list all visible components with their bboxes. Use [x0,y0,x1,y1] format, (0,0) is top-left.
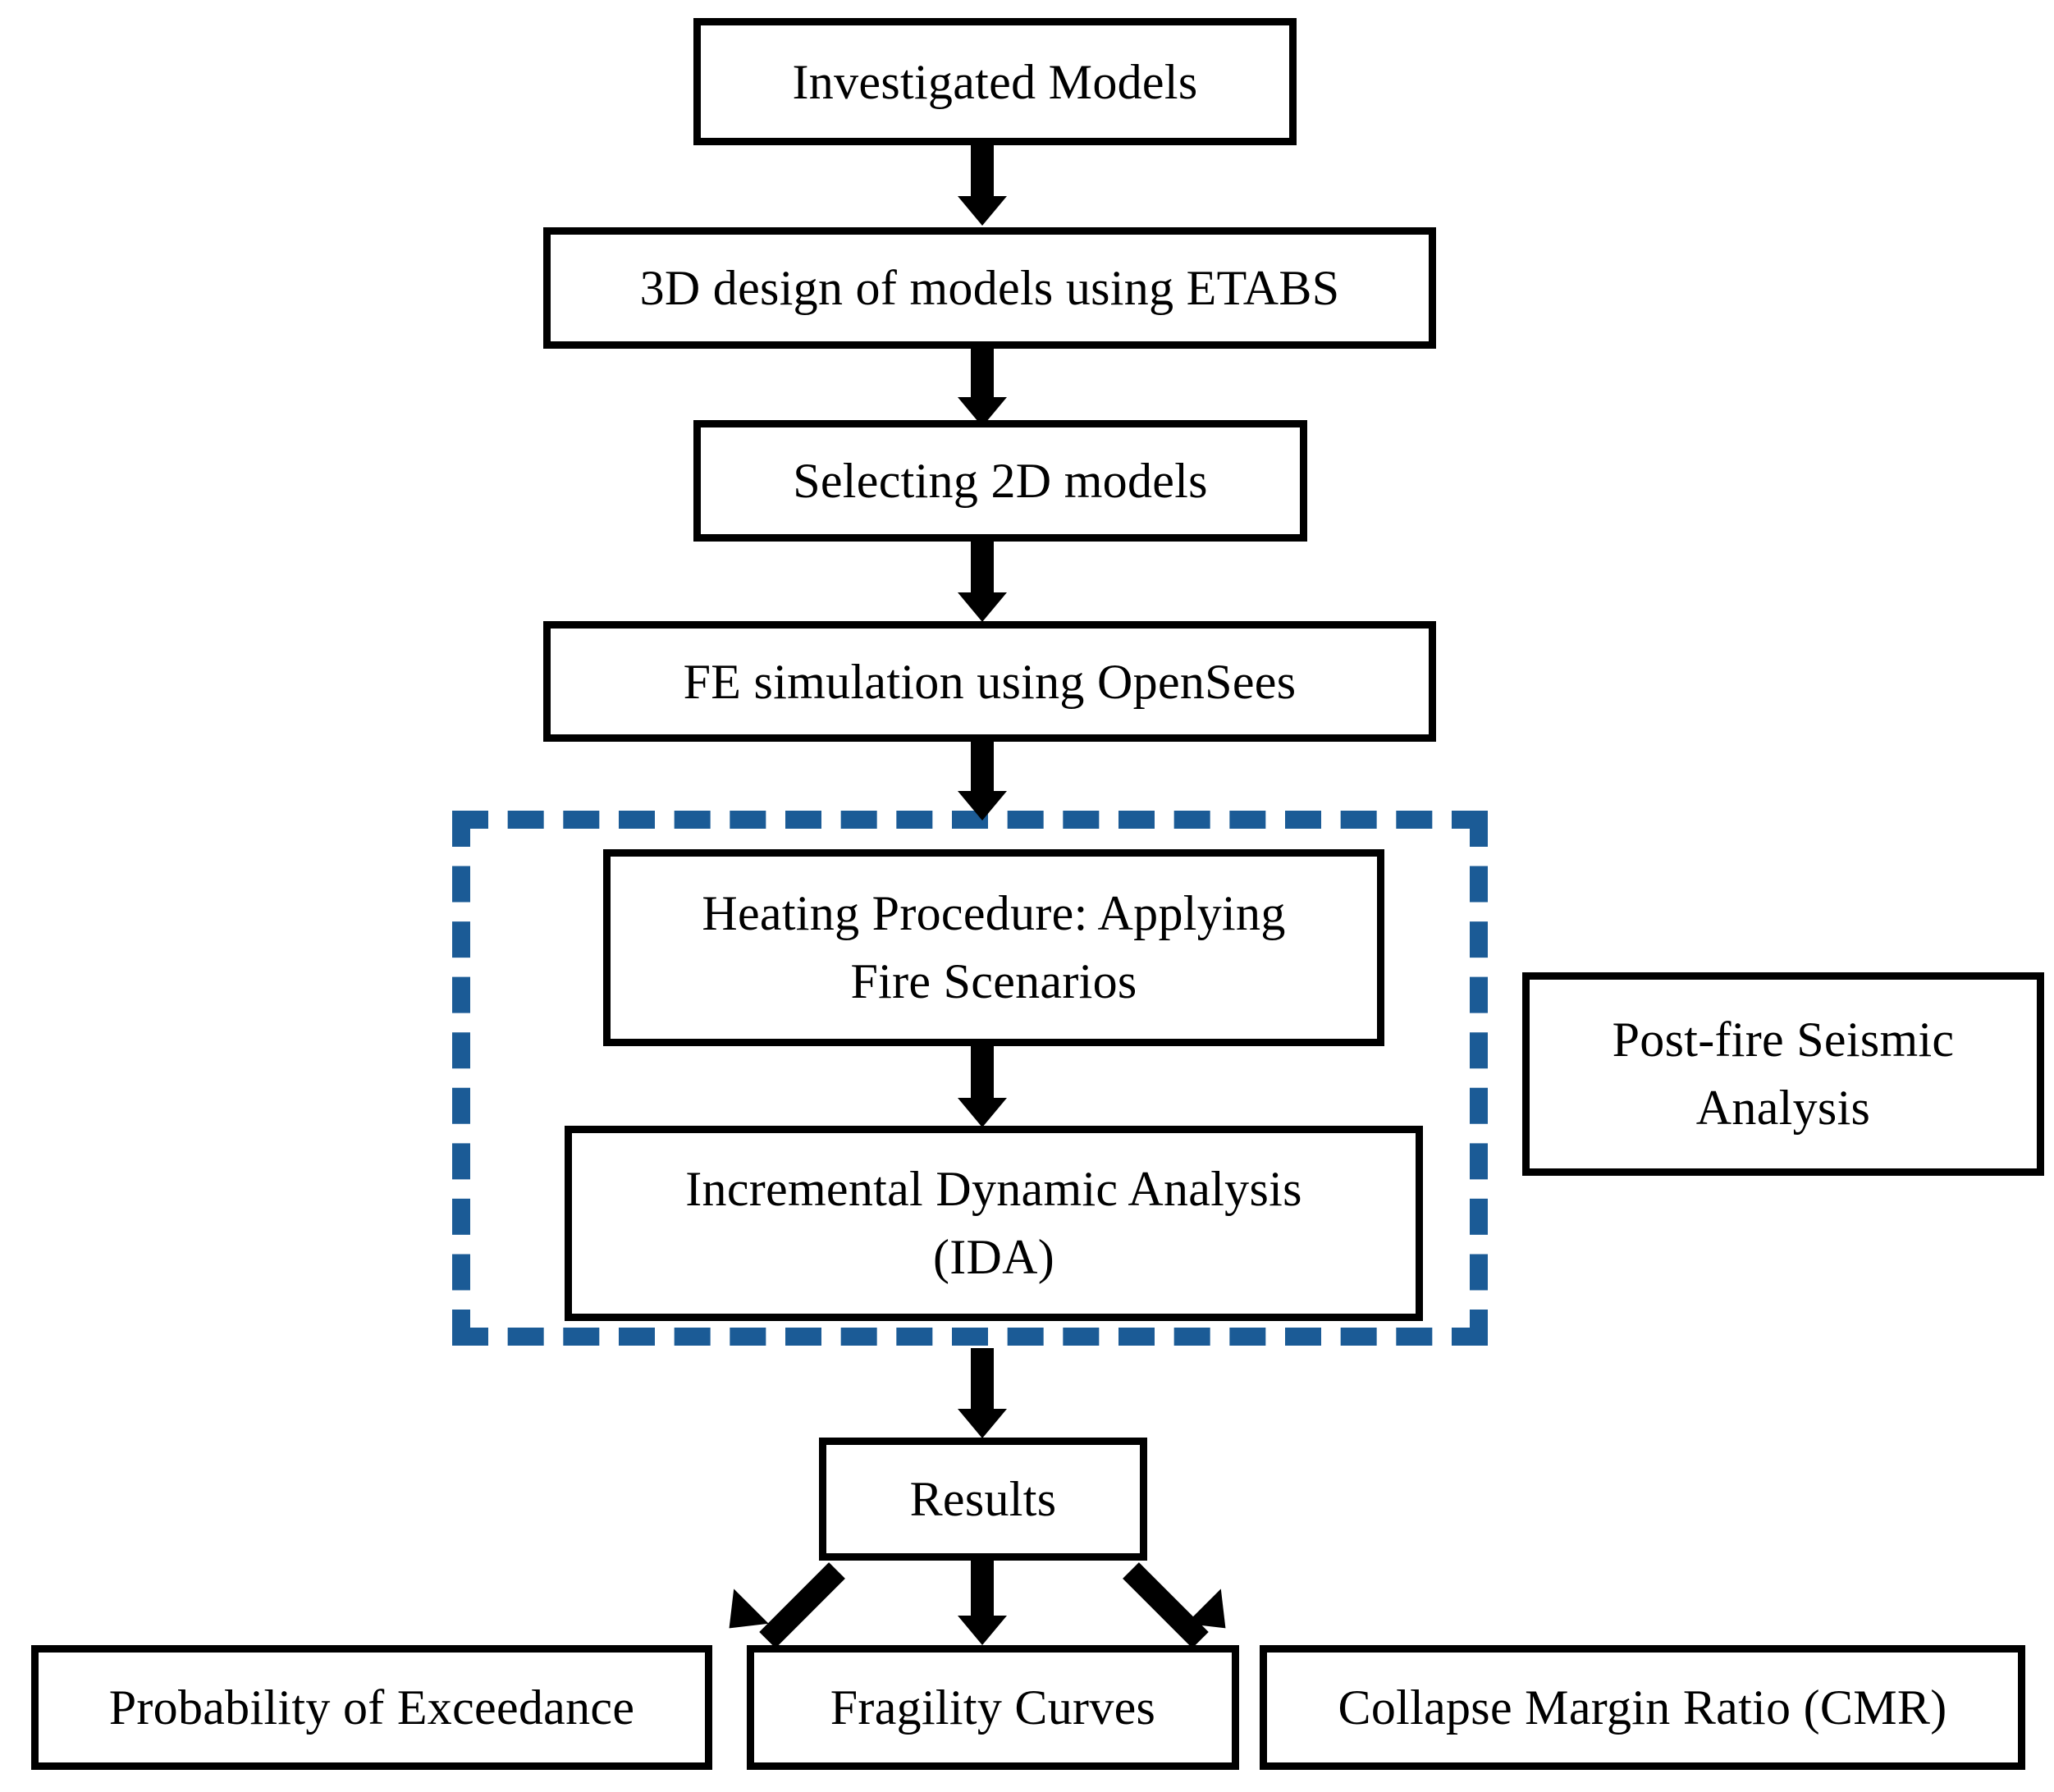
arrow-investigated-to-3d [957,145,1008,226]
node-post-fire-line2: Analysis [1695,1081,1871,1135]
arrow-fe-to-heating [957,742,1008,821]
node-collapse-margin-ratio-label: Collapse Margin Ratio (CMR) [1338,1680,1947,1735]
arrow-head [958,1616,1007,1645]
arrow-3d-to-select2d [957,349,1008,427]
arrow-shaft [1123,1562,1209,1648]
arrow-shaft [971,1561,994,1617]
arrow-heating-to-ida [957,1046,1008,1127]
node-investigated-models: Investigated Models [693,18,1297,145]
node-fragility-curves-label: Fragility Curves [830,1680,1156,1735]
arrow-shaft [971,742,994,793]
node-selecting-2d-models: Selecting 2D models [693,420,1307,542]
node-incremental-dynamic-analysis: Incremental Dynamic Analysis (IDA) [565,1126,1423,1321]
node-post-fire-seismic-analysis: Post-fire Seismic Analysis [1522,972,2044,1176]
arrow-head [958,791,1007,821]
arrow-shaft [971,349,994,400]
arrow-head [958,196,1007,226]
node-heating-procedure-line2: Fire Scenarios [850,954,1137,1008]
node-probability-of-exceedance-label: Probability of Exceedance [108,1680,635,1735]
node-ida-line1: Incremental Dynamic Analysis [685,1162,1302,1217]
node-collapse-margin-ratio: Collapse Margin Ratio (CMR) [1260,1645,2025,1770]
arrow-head [958,1098,1007,1127]
node-investigated-models-label: Investigated Models [792,54,1198,109]
arrow-group-to-results [957,1348,1008,1438]
arrow-shaft [971,1348,994,1409]
node-fragility-curves: Fragility Curves [747,1645,1239,1770]
node-probability-of-exceedance: Probability of Exceedance [31,1645,712,1770]
node-3d-design: 3D design of models using ETABS [543,227,1436,349]
node-heating-procedure: Heating Procedure: Applying Fire Scenari… [603,849,1384,1046]
node-post-fire-line1: Post-fire Seismic [1612,1013,1955,1067]
node-3d-design-label: 3D design of models using ETABS [639,261,1340,315]
arrow-shaft [759,1562,845,1648]
arrow-select2d-to-fe [957,542,1008,622]
arrow-shaft [971,145,994,198]
arrow-results-to-fragility [957,1561,1008,1645]
node-results: Results [819,1438,1147,1561]
arrow-head [958,1409,1007,1438]
arrow-head [711,1589,769,1646]
arrow-shaft [971,542,994,594]
arrow-shaft [971,1046,994,1099]
node-heating-procedure-line1: Heating Procedure: Applying [702,886,1286,941]
node-fe-simulation: FE simulation using OpenSees [543,621,1436,742]
node-ida-line2: (IDA) [932,1230,1055,1284]
arrow-head [958,592,1007,622]
node-fe-simulation-label: FE simulation using OpenSees [683,654,1297,709]
node-selecting-2d-models-label: Selecting 2D models [793,454,1208,508]
node-results-label: Results [909,1472,1057,1526]
